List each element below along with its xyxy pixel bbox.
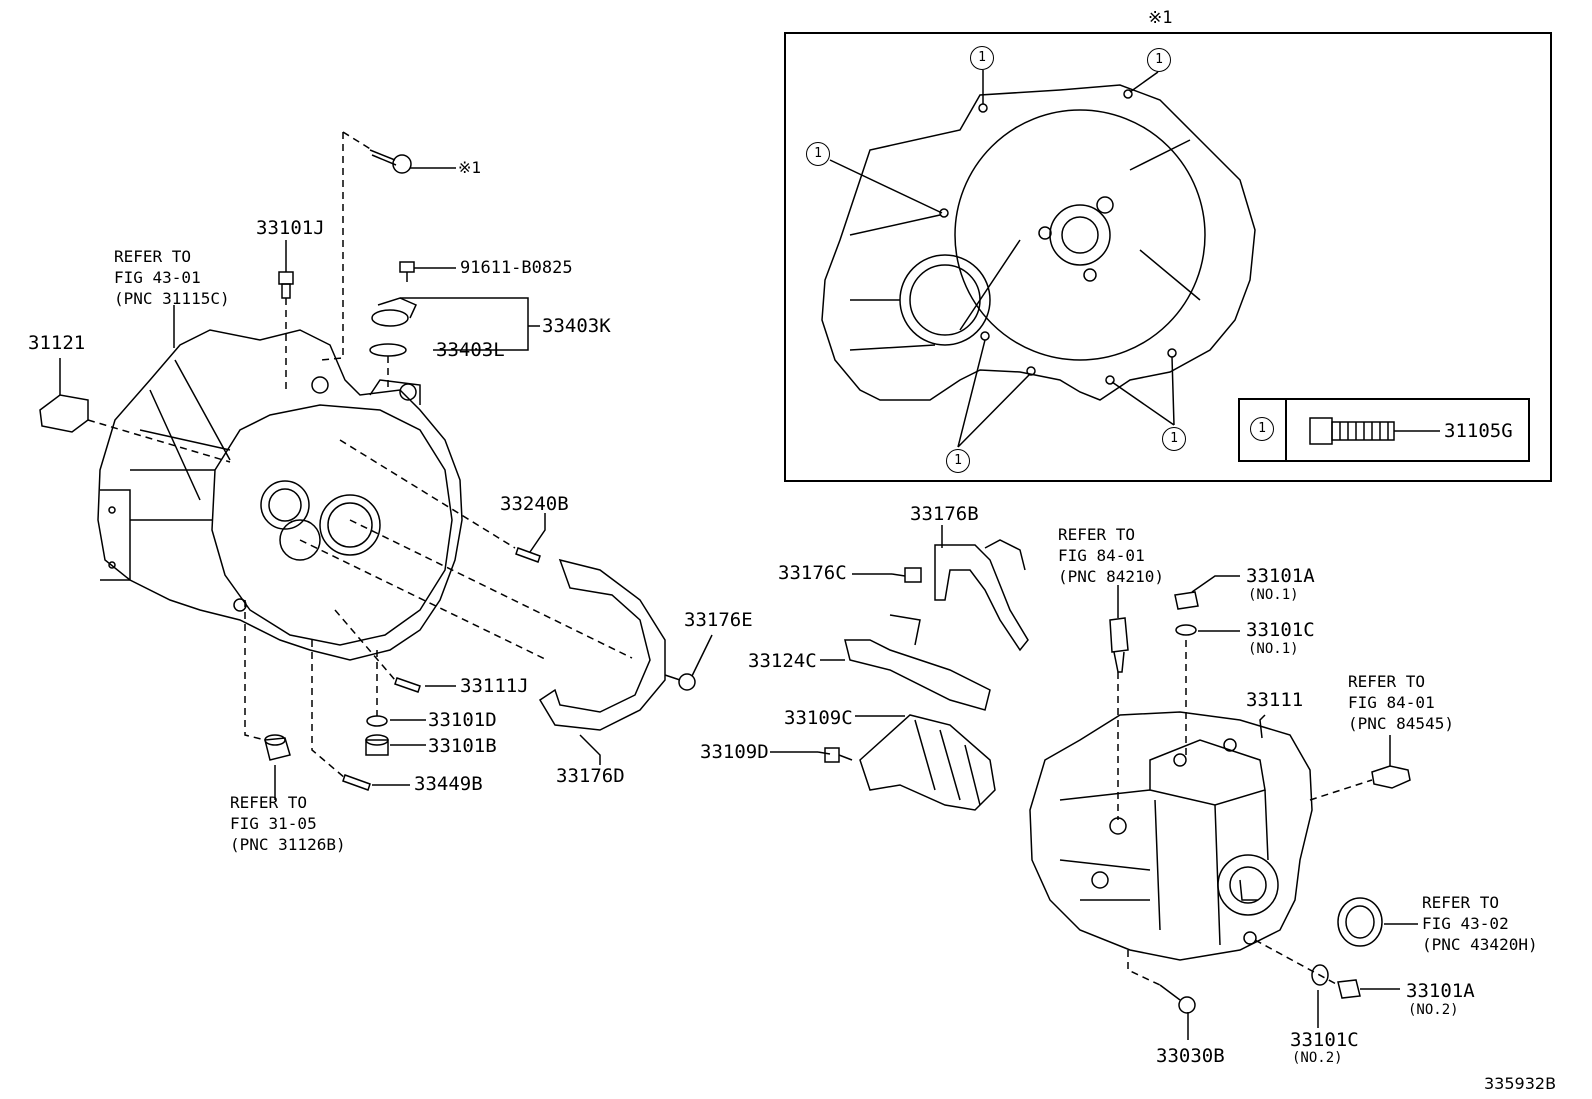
seal-43420H [1337,897,1383,947]
ref-fig-31-05: REFER TO FIG 31-05 (PNC 31126B) [230,792,346,855]
part-33030B [1159,984,1196,1014]
inset-housing [821,84,1256,401]
legend-divider [1285,400,1287,460]
label-91611-B0825: 91611-B0825 [460,258,573,278]
part-33403L [369,343,407,357]
part-33176D [538,558,666,731]
label-33124C: 33124C [748,650,817,672]
part-33176E [664,673,696,691]
inset-callout-leaders [829,70,1175,448]
plug-31126B [264,734,291,761]
part-33109D [817,747,853,763]
part-33176B [934,539,1029,652]
part-33101A-no1 [1174,591,1199,610]
inset-callout-1d: 1 [946,449,970,473]
part-33101C-no1 [1175,624,1197,636]
label-33101C-no1-note: (NO.1) [1248,641,1299,657]
label-33101J: 33101J [256,217,325,239]
part-33176C [891,567,922,583]
ref-line: FIG 84-01 [1348,693,1435,712]
part-33101C-no2 [1311,964,1329,986]
part-33101D [366,715,388,727]
part-33240B [515,547,541,563]
part-91611-B0825 [399,261,415,282]
part-33124C [844,614,991,711]
ref-line: (PNC 84210) [1058,567,1164,586]
leader-lines [59,167,1418,1040]
ref-line: FIG 43-02 [1422,914,1509,933]
ref-line: REFER TO [1422,893,1500,912]
bolt-star1 [369,149,412,174]
label-33101A-no1: 33101A [1246,565,1315,587]
ref-line: REFER TO [1348,672,1426,691]
ref-line: FIG 84-01 [1058,546,1145,565]
inset-marker: ※1 [1148,8,1173,28]
inset-callout-1e: 1 [1162,427,1186,451]
inset-frame [784,32,1552,482]
ref-line: REFER TO [1058,525,1136,544]
part-33101J [278,271,294,299]
ref-line: (PNC 43420H) [1422,935,1538,954]
part-33109C [859,714,996,811]
inset-legend: 1 [1238,398,1530,462]
figure-id: 335932B [1484,1074,1557,1093]
ref-line: (PNC 31115C) [114,289,230,308]
label-star1: ※1 [458,158,482,177]
legend-bolt [1309,417,1440,445]
ref-line: REFER TO [114,247,192,266]
part-33111J [394,677,421,693]
label-31121: 31121 [28,332,86,354]
label-33101A-no2-note: (NO.2) [1408,1002,1459,1018]
label-33030B: 33030B [1156,1045,1225,1067]
ref-line: FIG 31-05 [230,814,317,833]
inset-callout-1b: 1 [1147,48,1171,72]
label-33403L: 33403L [436,339,505,361]
part-33101A-no2 [1337,979,1361,999]
label-33101C-no1: 33101C [1246,619,1315,641]
sensor-84545 [1371,765,1411,789]
transmission-case [1029,711,1313,961]
label-33101D: 33101D [428,709,497,731]
label-33176C: 33176C [778,562,847,584]
ref-line: (PNC 31126B) [230,835,346,854]
label-33449B: 33449B [414,773,483,795]
label-33101B: 33101B [428,735,497,757]
label-33101A-no1-note: (NO.1) [1248,587,1299,603]
legend-part-label: 31105G [1444,420,1513,442]
label-33109C: 33109C [784,707,853,729]
label-33403K: 33403K [542,315,611,337]
ref-line: FIG 43-01 [114,268,201,287]
clutch-housing [97,329,463,661]
label-33101C-no2: 33101C [1290,1029,1359,1051]
dashed-assembly-lines [87,131,1373,986]
part-33101B [365,734,389,756]
inset-callout-1a: 1 [970,46,994,70]
part-31121 [39,394,89,433]
label-33101C-no2-note: (NO.2) [1292,1050,1343,1066]
inset-callout-1c: 1 [806,142,830,166]
ref-fig-84-01-a: REFER TO FIG 84-01 (PNC 84210) [1058,524,1164,587]
label-33176D: 33176D [556,765,625,787]
label-33101A-no2: 33101A [1406,980,1475,1002]
label-33109D: 33109D [700,741,769,763]
part-33403K [371,297,418,327]
ref-line: (PNC 84545) [1348,714,1454,733]
label-33111: 33111 [1246,689,1304,711]
label-33111J: 33111J [460,675,529,697]
legend-callout: 1 [1250,417,1274,441]
label-33176E: 33176E [684,609,753,631]
part-33449B [342,774,371,791]
ref-line: REFER TO [230,793,308,812]
label-33176B: 33176B [910,503,979,525]
ref-fig-43-01: REFER TO FIG 43-01 (PNC 31115C) [114,246,230,309]
label-33240B: 33240B [500,493,569,515]
ref-fig-84-01-b: REFER TO FIG 84-01 (PNC 84545) [1348,671,1454,734]
sensor-84210 [1109,617,1129,673]
ref-fig-43-02: REFER TO FIG 43-02 (PNC 43420H) [1422,892,1538,955]
